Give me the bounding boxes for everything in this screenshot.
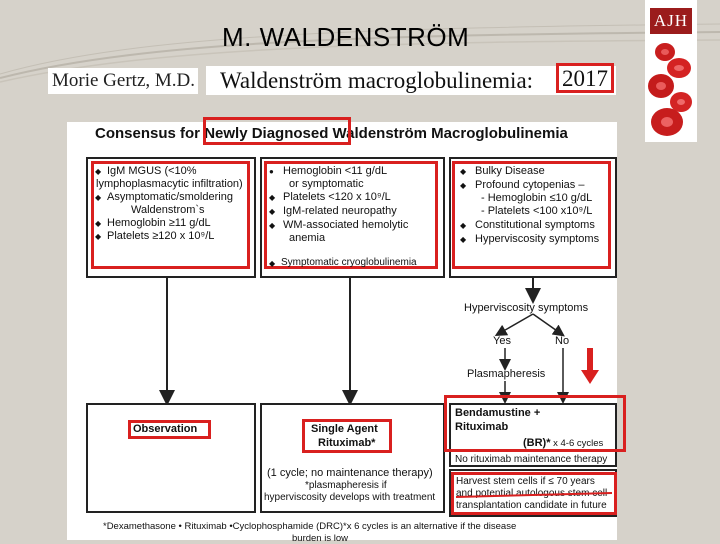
harvest-line-2: and potential autologous stem cell bbox=[456, 488, 608, 499]
no-maintenance-note: No rituximab maintenance therapy bbox=[455, 454, 608, 465]
right-criterion: Bulky Disease bbox=[475, 165, 545, 177]
bendamustine-label: Bendamustine + bbox=[455, 407, 541, 419]
footnote-line-2: burden is low bbox=[292, 533, 348, 544]
slide-title: M. WALDENSTRÖM bbox=[222, 22, 470, 52]
rituximab-label: Rituximab* bbox=[318, 437, 376, 449]
bullet-icon: ◆ bbox=[269, 193, 276, 202]
single-agent-label: Single Agent bbox=[311, 423, 378, 435]
blood-cells-icon bbox=[648, 43, 692, 136]
left-criterion: Platelets ≥120 x 10⁹/L bbox=[107, 230, 215, 242]
observation-label: Observation bbox=[133, 423, 198, 435]
br-regimen: (BR)* x 4-6 cycles bbox=[523, 437, 603, 451]
plasmapheresis-step: Plasmapheresis bbox=[467, 368, 546, 380]
footnote-line-1: *Dexamethasone • Rituximab •Cyclophospha… bbox=[103, 521, 517, 532]
br-cycles: x 4-6 cycles bbox=[550, 438, 604, 449]
middle-criterion: IgM-related neuropathy bbox=[283, 205, 397, 217]
paper-year: 2017 bbox=[556, 63, 614, 93]
right-criterion: Profound cytopenias – bbox=[475, 179, 585, 191]
right-criterion: - Hemoglobin ≤10 g/dL bbox=[481, 192, 593, 204]
bendamustine-box bbox=[449, 403, 617, 467]
middle-criterion: WM-associated hemolytic bbox=[283, 219, 409, 231]
left-criterion: Asymptomatic/smoldering bbox=[107, 191, 233, 203]
bullet-icon: ◆ bbox=[95, 219, 102, 228]
bullet-icon: ◆ bbox=[95, 232, 102, 241]
rituximab-combo-label: Rituximab bbox=[455, 421, 509, 433]
br-label: (BR)* bbox=[523, 437, 551, 449]
observation-highlight bbox=[128, 420, 211, 439]
right-criterion: Hyperviscosity symptoms bbox=[475, 233, 600, 245]
harvest-line-3: transplantation candidate in future bbox=[456, 500, 607, 511]
middle-criterion: Symptomatic cryoglobulinemia bbox=[281, 257, 417, 268]
criteria-box-symptomatic bbox=[260, 157, 445, 278]
criteria-box-asymptomatic bbox=[86, 157, 256, 278]
single-agent-highlight bbox=[302, 419, 392, 453]
right-criterion: - Platelets <100 x10⁹/L bbox=[481, 205, 593, 217]
middle-criterion: anemia bbox=[289, 232, 326, 244]
middle-criterion: Platelets <120 x 10⁹/L bbox=[283, 191, 391, 203]
no-label: No bbox=[555, 335, 570, 347]
bullet-icon: ◆ bbox=[95, 193, 102, 202]
bendamustine-highlight bbox=[444, 395, 626, 452]
harvest-line-1: Harvest stem cells if ≤ 70 years bbox=[456, 476, 595, 487]
author-name: Morie Gertz, M.D. bbox=[48, 68, 198, 94]
bullet-icon: ◆ bbox=[460, 181, 467, 190]
criteria-highlight-right bbox=[452, 161, 611, 269]
bullet-icon: ◆ bbox=[460, 221, 467, 230]
yes-label: Yes bbox=[493, 335, 511, 347]
criteria-box-high-burden bbox=[449, 157, 617, 278]
bullet-icon: ◆ bbox=[269, 259, 276, 268]
paper-title: Waldenström macroglobulinemia: 2017 bbox=[206, 63, 616, 95]
criteria-highlight-left bbox=[91, 161, 250, 269]
heading-highlight: Newly Diagnosed bbox=[204, 125, 329, 142]
right-criterion: Constitutional symptoms bbox=[475, 219, 595, 231]
bullet-icon: ◆ bbox=[269, 221, 276, 230]
bullet-icon: ● bbox=[269, 167, 274, 176]
heading-suffix: Waldenström Macroglobulinemia bbox=[328, 125, 568, 142]
stem-cell-highlight bbox=[451, 472, 617, 515]
plasma-note-2: hyperviscosity develops with treatment bbox=[264, 492, 436, 503]
left-criterion: lymphoplasmacytic infiltration) bbox=[96, 178, 243, 190]
hyperviscosity-question: Hyperviscosity symptoms bbox=[464, 302, 589, 314]
paper-title-text: Waldenström macroglobulinemia: bbox=[220, 68, 534, 93]
left-criterion: Hemoglobin ≥11 g/dL bbox=[107, 217, 211, 229]
left-criterion: Waldenstrom`s bbox=[131, 204, 205, 216]
plasma-note-1: *plasmapheresis if bbox=[305, 480, 387, 491]
journal-logo: AJH bbox=[650, 8, 692, 34]
heading-prefix: Consensus for bbox=[95, 125, 205, 142]
bullet-icon: ◆ bbox=[460, 167, 467, 176]
heading-highlight-frame bbox=[203, 117, 351, 145]
bullet-icon: ◆ bbox=[460, 235, 467, 244]
flowchart-heading: Consensus for Newly Diagnosed Waldenströ… bbox=[95, 125, 568, 142]
left-criterion: IgM MGUS (<10% bbox=[107, 165, 197, 177]
single-cycle-note: (1 cycle; no maintenance therapy) bbox=[267, 467, 433, 479]
criteria-highlight-middle bbox=[264, 161, 438, 269]
middle-criterion: or symptomatic bbox=[289, 178, 364, 190]
bullet-icon: ◆ bbox=[269, 207, 276, 216]
bullet-icon: ◆ bbox=[95, 167, 102, 176]
journal-logo-panel: AJH bbox=[645, 0, 697, 142]
middle-criterion: Hemoglobin <11 g/dL bbox=[283, 165, 388, 177]
